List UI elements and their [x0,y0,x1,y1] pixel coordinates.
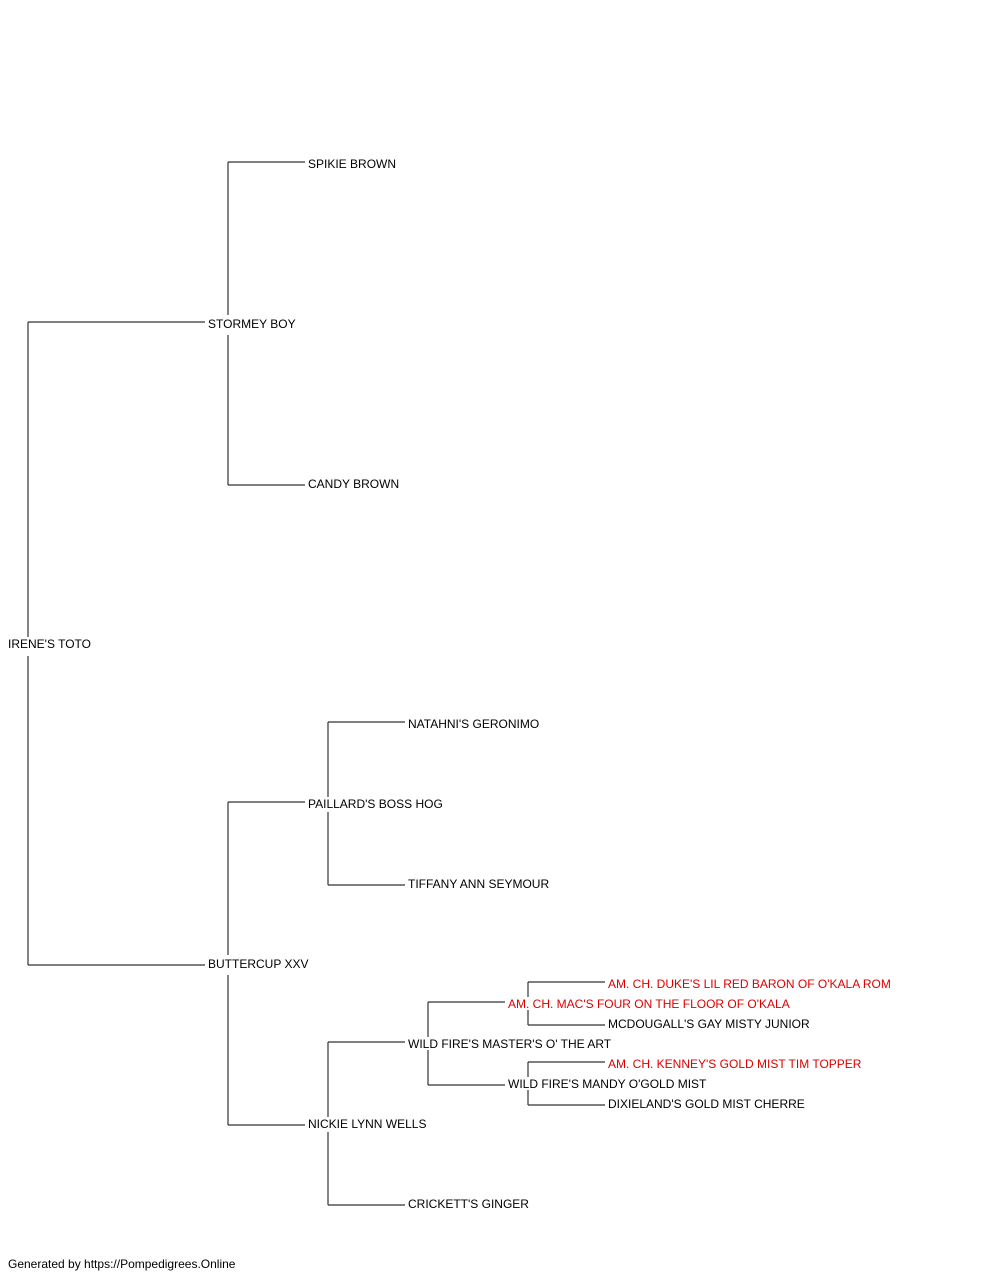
dam-dam-name: NICKIE LYNN WELLS [308,1117,427,1131]
footer-credit: Generated by https://Pompedigrees.Online [8,1257,236,1271]
dam-dam-sire-dam-dam-name: DIXIELAND'S GOLD MIST CHERRE [608,1097,805,1111]
sire-dam-name: CANDY BROWN [308,477,400,491]
dam-dam-sire-sire-name: AM. CH. MAC'S FOUR ON THE FLOOR OF O'KAL… [508,997,790,1011]
connector-dam-dam-sire [427,1001,505,1086]
connector-subject [27,321,205,966]
dam-sire-name: PAILLARD'S BOSS HOG [308,797,443,811]
connector-mandy [527,1061,605,1106]
dam-dam-dam-name: CRICKETT'S GINGER [408,1197,529,1211]
sire-sire-name: SPIKIE BROWN [308,157,397,171]
connector-dam-dam [327,1041,405,1206]
dam-sire-dam-name: TIFFANY ANN SEYMOUR [408,877,550,891]
connector-sire [227,161,305,486]
dam-dam-sire-sire-sire-name: AM. CH. DUKE'S LIL RED BARON OF O'KALA R… [608,977,891,991]
dam-sire-sire-name: NATAHNI'S GERONIMO [408,717,540,731]
connector-macs [527,981,605,1026]
sire-name: STORMEY BOY [208,317,296,331]
dam-dam-sire-dam-name: WILD FIRE'S MANDY O'GOLD MIST [508,1077,707,1091]
dam-name: BUTTERCUP XXV [208,957,309,971]
connector-dam [227,801,305,1126]
dam-dam-sire-sire-dam-name: MCDOUGALL'S GAY MISTY JUNIOR [608,1017,810,1031]
connector-dam-sire [327,721,405,886]
dam-dam-sire-name: WILD FIRE'S MASTER'S O' THE ART [408,1037,612,1051]
subject-name: IRENE'S TOTO [8,637,91,651]
dam-dam-sire-dam-sire-name: AM. CH. KENNEY'S GOLD MIST TIM TOPPER [608,1057,862,1071]
